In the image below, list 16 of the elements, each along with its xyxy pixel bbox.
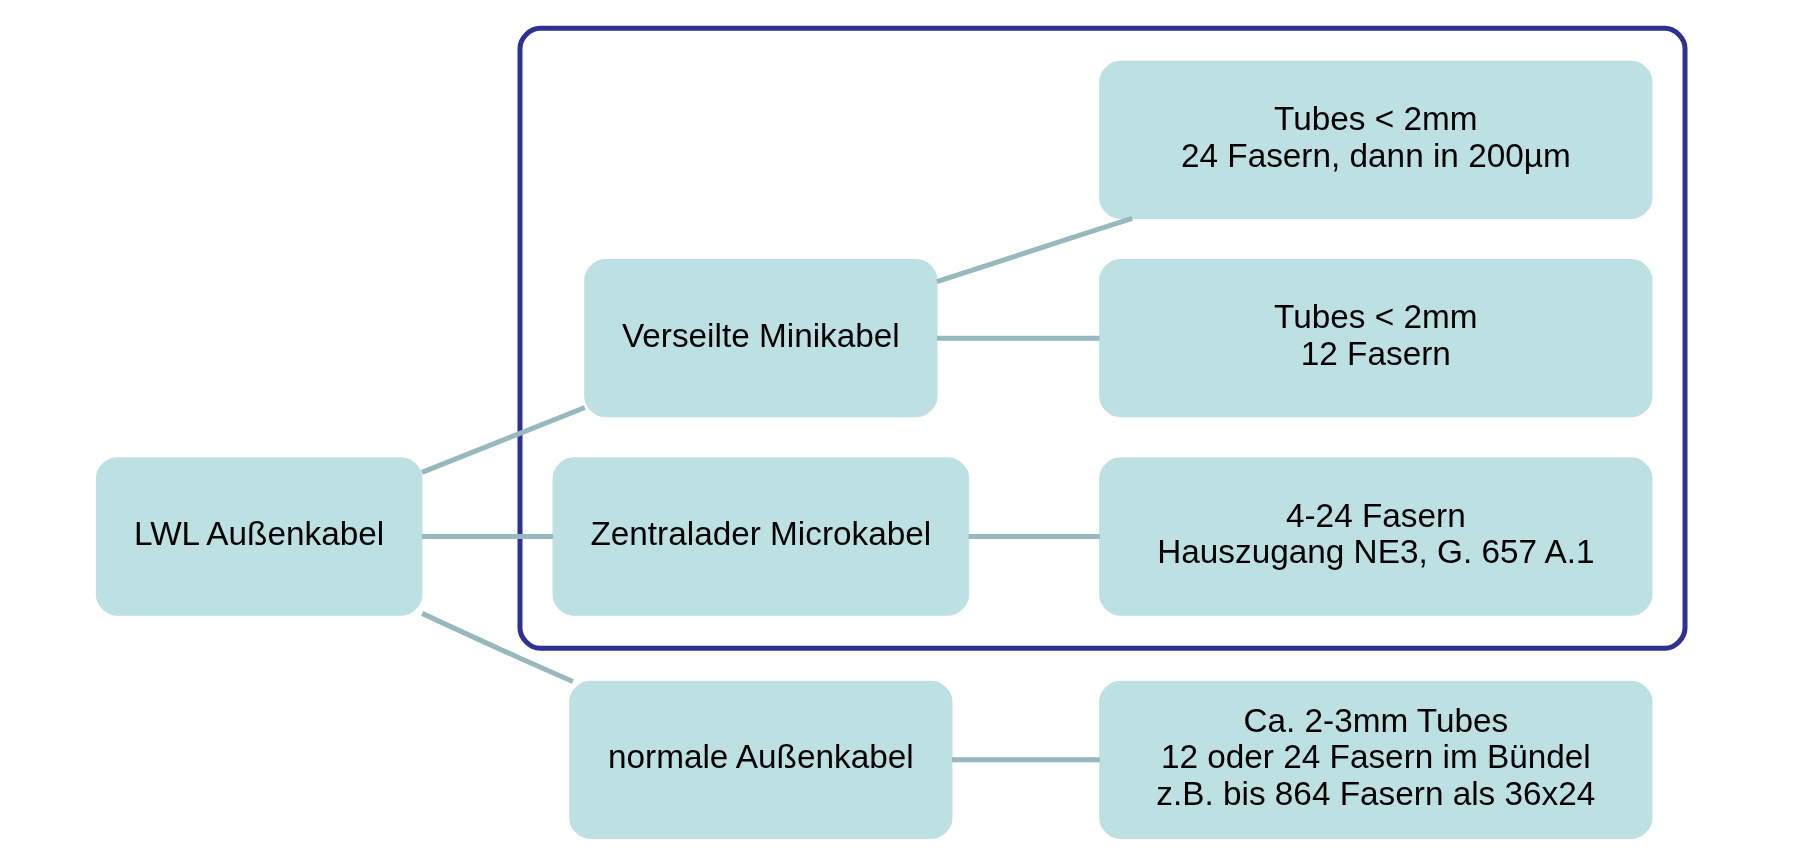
- node-box: Ca. 2-3mm Tubes 12 oder 24 Fasern im Bündel z.B. bis 864 Fasern als 36x24: [1098, 680, 1652, 839]
- connector: [968, 534, 1100, 539]
- node-box: Verseilte Minikabel: [583, 259, 937, 418]
- node-box: 4-24 Fasern Hauszugang NE3, G. 657 A.1: [1098, 457, 1652, 616]
- connector: [936, 335, 1099, 341]
- node-box: Tubes < 2mm 12 Fasern: [1098, 259, 1652, 418]
- node-box: normale Außenkabel: [568, 680, 952, 839]
- connector: [420, 405, 586, 475]
- connector: [951, 757, 1100, 763]
- connector: [420, 611, 574, 684]
- node-box: LWL Außenkabel: [95, 457, 422, 616]
- connector: [935, 215, 1133, 284]
- cluster: [517, 25, 1687, 651]
- node-box: Zentralader Microkabel: [552, 457, 969, 616]
- connector: [421, 534, 553, 539]
- node-box: Tubes < 2mm 24 Fasern, dann in 200µm: [1098, 60, 1652, 219]
